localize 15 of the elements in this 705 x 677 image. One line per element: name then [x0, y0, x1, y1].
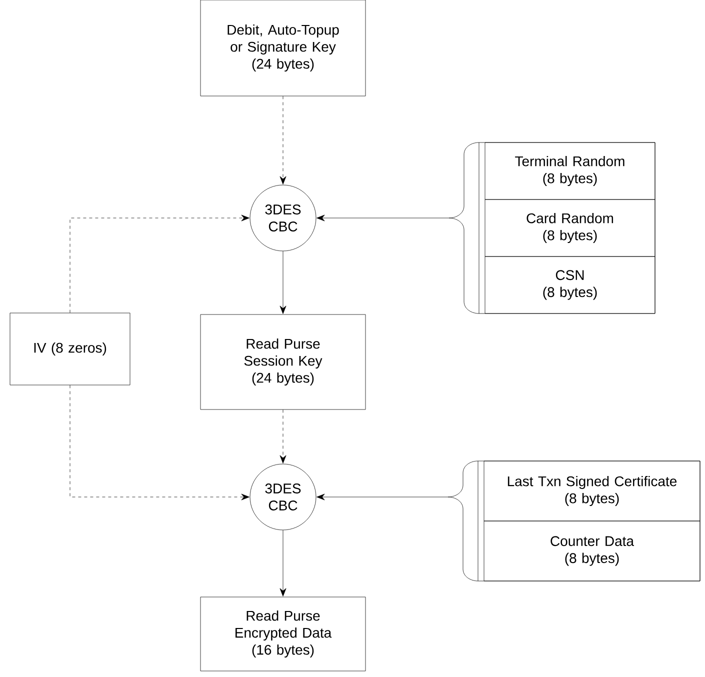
data-cell: Card Random (8 bytes)	[484, 199, 656, 257]
process-box: Read Purse Session Key (24 bytes)	[200, 314, 366, 410]
arrow	[280, 96, 286, 184]
process-box: Debit, Auto-Topup or Signature Key (24 bytes)	[200, 0, 366, 96]
arrow	[70, 214, 250, 313]
process-box: IV (8 zeros)	[10, 312, 130, 386]
arrow	[70, 385, 250, 500]
data-cell: CSN (8 bytes)	[484, 256, 656, 314]
process-box: Read Purse Encrypted Data (16 bytes)	[200, 596, 366, 672]
data-cell: Terminal Random (8 bytes)	[484, 142, 656, 200]
arrow	[280, 251, 286, 314]
arrow	[280, 410, 286, 464]
data-cell: Last Txn Signed Certificate (8 bytes)	[484, 460, 700, 522]
data-cell: Counter Data (8 bytes)	[484, 520, 700, 582]
arrow	[280, 530, 286, 596]
